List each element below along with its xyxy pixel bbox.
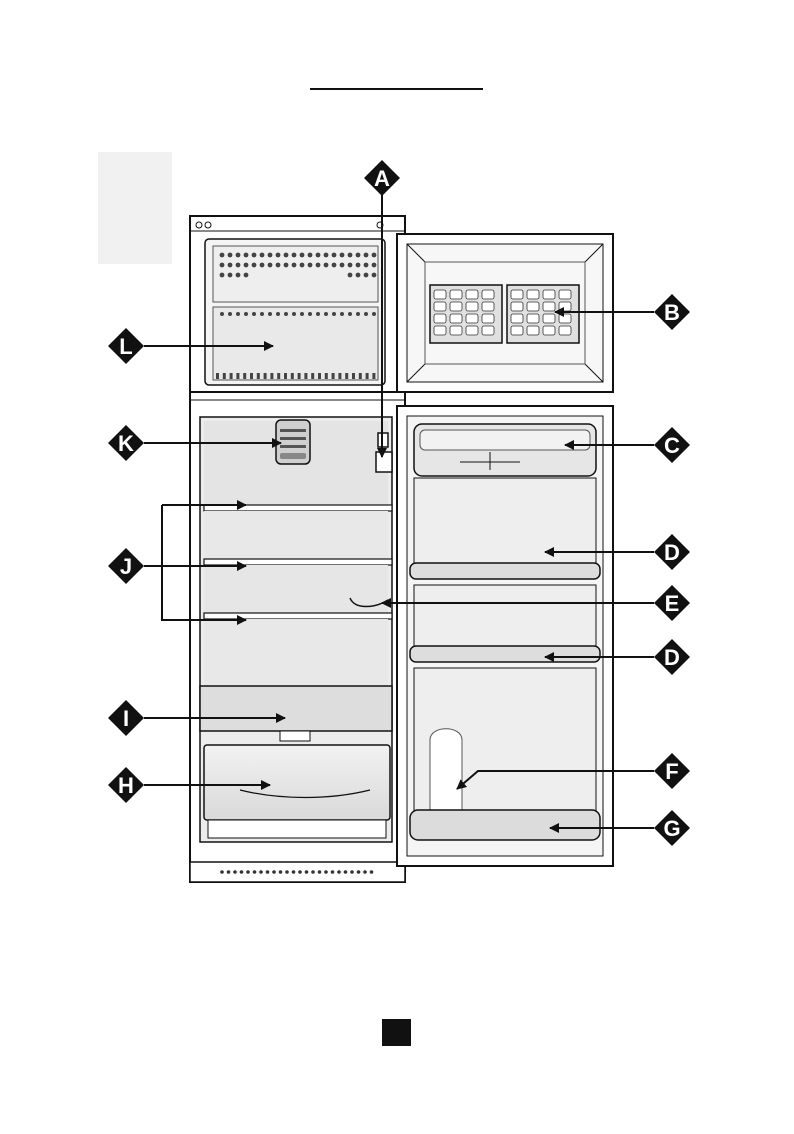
- callout-j: J: [108, 548, 144, 584]
- callout-c: C: [654, 427, 690, 463]
- callout-label: L: [119, 334, 132, 359]
- callout-h: H: [108, 767, 144, 803]
- callout-label: B: [664, 300, 680, 325]
- callout-a: A: [364, 160, 400, 196]
- callout-e: E: [654, 585, 690, 621]
- page-number-block: [382, 1019, 411, 1046]
- callout-i: I: [108, 700, 144, 736]
- callout-b: B: [654, 294, 690, 330]
- bottle-retainer: [430, 729, 462, 812]
- callout-label: H: [118, 773, 134, 798]
- callout-g: G: [654, 810, 690, 846]
- callout-f: F: [654, 753, 690, 789]
- callout-label: D: [664, 645, 680, 670]
- fan-thermostat-unit: [276, 420, 310, 464]
- scan-smudge: [98, 152, 172, 264]
- callout-label: I: [123, 706, 129, 731]
- callout-l: L: [108, 328, 144, 364]
- callout-label: F: [665, 759, 678, 784]
- callout-label: C: [664, 433, 680, 458]
- callout-label: A: [374, 166, 390, 191]
- callout-label: K: [118, 431, 134, 456]
- crisper-drawer: [204, 745, 390, 838]
- callout-k: K: [108, 425, 144, 461]
- callout-label: G: [663, 816, 680, 841]
- callout-d1: D: [654, 534, 690, 570]
- callout-label: E: [665, 591, 680, 616]
- callout-label: D: [664, 540, 680, 565]
- glass-shelves: [204, 505, 392, 685]
- fridge-door: [397, 406, 613, 866]
- callout-d2: D: [654, 639, 690, 675]
- callout-label: J: [120, 554, 132, 579]
